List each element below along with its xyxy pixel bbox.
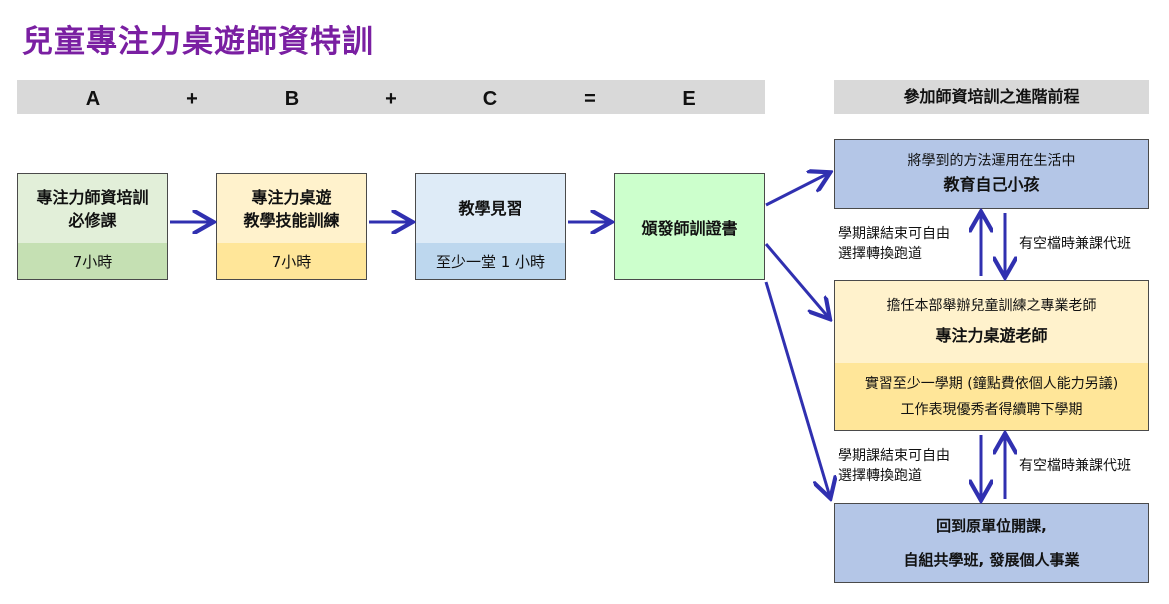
upper-switch-note-line2: 選擇轉換跑道	[838, 246, 922, 262]
path-own-child-subtitle: 將學到的方法運用在生活中	[907, 153, 1076, 169]
lower-substitute-note: 有空檔時兼課代班	[1019, 458, 1131, 474]
certificate-box: 頒發師訓證書	[614, 173, 765, 280]
step-a-hours: 7小時	[18, 243, 167, 279]
path-own-child-title: 教育自己小孩	[943, 175, 1040, 194]
arrow-e-to-return	[764, 281, 830, 497]
path-teacher-title: 專注力桌遊老師	[935, 326, 1048, 345]
path-teacher-note1: 實習至少一學期 (鐘點費依個人能力另議)	[864, 375, 1119, 392]
path-return-box: 回到原單位開課, 自組共學班, 發展個人事業	[834, 503, 1149, 583]
step-a-box: 專注力師資培訓 必修課 7小時	[17, 173, 168, 280]
path-return-line2: 自組共學班, 發展個人事業	[903, 551, 1080, 569]
step-b-hours: 7小時	[217, 243, 366, 279]
step-c-hours: 至少一堂 1 小時	[416, 243, 565, 279]
step-b-line1: 專注力桌遊	[251, 187, 332, 207]
formula-equals: =	[584, 88, 596, 110]
formula-plus-2: +	[385, 88, 397, 110]
step-c-box: 教學見習 至少一堂 1 小時	[415, 173, 566, 280]
path-own-child-box: 將學到的方法運用在生活中 教育自己小孩	[834, 139, 1149, 209]
formula-c: C	[482, 88, 498, 110]
career-path-header: 參加師資培訓之進階前程	[834, 80, 1149, 114]
step-a-line1: 專注力師資培訓	[36, 187, 149, 207]
path-teacher-box: 擔任本部舉辦兒童訓練之專業老師 專注力桌遊老師 實習至少一學期 (鐘點費依個人能…	[834, 280, 1149, 431]
path-teacher-note2: 工作表現優秀者得續聘下學期	[900, 401, 1083, 418]
formula-plus-1: +	[186, 88, 198, 110]
certificate-label: 頒發師訓證書	[641, 218, 738, 238]
lower-switch-note-line2: 選擇轉換跑道	[838, 468, 922, 484]
arrow-e-to-own-child	[765, 173, 829, 207]
formula-e: E	[682, 88, 696, 110]
step-a-line2: 必修課	[68, 210, 117, 230]
path-return-line1: 回到原單位開課,	[936, 517, 1047, 535]
page-title: 兒童專注力桌遊師資特訓	[22, 24, 374, 60]
lower-switch-note-line1: 學期課結束可自由	[838, 448, 950, 464]
formula-b: B	[284, 88, 300, 110]
step-c-line1: 教學見習	[458, 199, 523, 218]
formula-bar	[17, 80, 765, 114]
formula-a: A	[85, 88, 101, 110]
upper-switch-note: 學期課結束可自由 選擇轉換跑道	[838, 224, 950, 264]
upper-substitute-note: 有空檔時兼課代班	[1019, 236, 1131, 252]
path-teacher-subtitle: 擔任本部舉辦兒童訓練之專業老師	[886, 298, 1097, 314]
step-b-line2: 教學技能訓練	[243, 210, 340, 230]
upper-switch-note-line1: 學期課結束可自由	[838, 226, 950, 242]
lower-switch-note: 學期課結束可自由 選擇轉換跑道	[838, 446, 950, 486]
step-b-box: 專注力桌遊 教學技能訓練 7小時	[216, 173, 367, 280]
arrow-e-to-teacher	[764, 243, 829, 318]
